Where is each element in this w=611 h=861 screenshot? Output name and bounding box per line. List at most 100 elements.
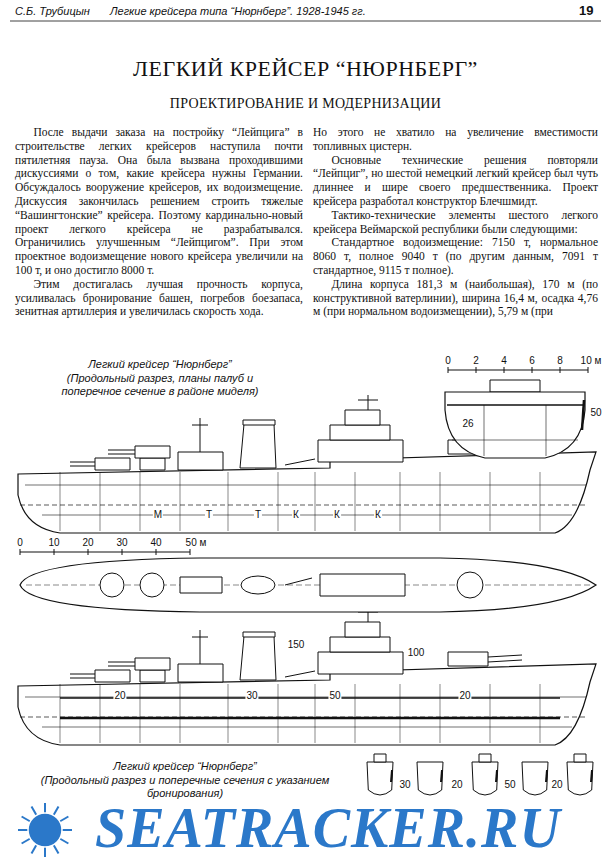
bulkhead <box>278 472 279 531</box>
body-paragraph: Стандартное водоизмещение: 7150 т, норма… <box>313 236 598 277</box>
barbette <box>140 458 165 470</box>
scale-tick <box>448 367 449 373</box>
catapult-plan <box>285 578 312 585</box>
mast <box>200 418 201 452</box>
armour-deck <box>447 404 583 406</box>
superstructure-plan <box>320 574 405 596</box>
turret <box>95 670 130 682</box>
bulkhead <box>180 472 181 531</box>
body-paragraph: Длина корпуса 181,3 м (наибольшая), 170 … <box>313 278 598 319</box>
funnel <box>240 424 276 468</box>
scale-number: 2 <box>472 356 480 366</box>
armour-thickness: 30 <box>398 780 411 790</box>
body-paragraph: Но этого не хватило на увеличение вмести… <box>313 126 598 154</box>
catapult <box>285 671 315 677</box>
bulkhead <box>546 405 547 456</box>
text-column: После выдачи заказа на постройку “Лейпци… <box>15 126 303 319</box>
scale-number: 0 <box>16 538 24 548</box>
figure-caption: (Продольный разрез, планы палуб и попере… <box>55 372 265 398</box>
bulkhead <box>315 684 316 743</box>
body-paragraph: После выдачи заказа на постройку “Лейпци… <box>15 126 303 278</box>
control-tower <box>345 410 380 425</box>
bulkhead <box>484 405 485 456</box>
running-header: Легкие крейсера типа “Нюрнберг”. 1928-19… <box>110 5 366 17</box>
superstructure <box>318 440 403 462</box>
scale-bar <box>448 369 588 370</box>
scale-number: 4 <box>500 356 508 366</box>
armour-belt <box>391 770 392 782</box>
funnel <box>240 636 276 680</box>
scale-tick <box>190 549 191 555</box>
funnel-cap <box>243 632 275 637</box>
gun-barrel <box>488 660 522 662</box>
deck-line <box>42 515 572 516</box>
armour-thickness: 50 <box>589 408 602 418</box>
gun-barrel <box>108 662 135 663</box>
header-rule <box>10 21 601 22</box>
scale-number: 10 <box>47 538 60 548</box>
scale-tick <box>20 549 21 555</box>
armour-belt <box>60 717 560 720</box>
armour-thickness: 26 <box>461 419 474 429</box>
scale-tick <box>476 367 477 373</box>
compartment-letter: Т <box>205 510 213 520</box>
scale-tick <box>156 549 157 555</box>
scale-tick <box>88 549 89 555</box>
subtitle: ПРОЕКТИРОВАНИЕ И МОДЕРНИЗАЦИИ <box>0 96 611 112</box>
bulkhead <box>228 684 229 743</box>
bulkhead <box>315 472 316 531</box>
armour-thickness: 100 <box>407 648 426 658</box>
control-tower <box>345 622 380 637</box>
armour-thickness: 50 <box>328 691 341 701</box>
bulkhead <box>355 684 356 743</box>
bulkhead <box>400 472 401 531</box>
superstructure <box>178 452 223 470</box>
scale-tick <box>504 367 505 373</box>
armour-belt <box>591 770 592 782</box>
bulkhead <box>540 472 541 531</box>
scale-tick <box>588 367 589 373</box>
running-header: С.Б. Трубицын <box>15 5 90 17</box>
scale-number: 10 м <box>580 356 603 366</box>
section-outline <box>522 762 548 795</box>
deckhouse <box>374 754 386 762</box>
funnel-cap <box>243 420 275 425</box>
bridge <box>330 425 390 440</box>
armour-belt <box>496 770 497 782</box>
hull-outline <box>18 452 596 533</box>
figure-caption: (Продольный разрез и поперечные сечения … <box>20 774 350 800</box>
gun-barrel <box>70 462 95 463</box>
armour-belt <box>441 770 442 782</box>
compartment-letter: Т <box>254 510 262 520</box>
bulkhead <box>440 472 441 531</box>
superstructure-plan <box>180 577 222 593</box>
bulkhead <box>100 684 101 743</box>
armour-belt <box>582 400 584 430</box>
bulkhead <box>400 684 401 743</box>
bulkhead <box>490 684 491 743</box>
bulkhead <box>140 684 141 743</box>
gun-barrel <box>108 666 135 667</box>
bulkhead <box>490 472 491 531</box>
watermark-logo <box>18 803 72 857</box>
bulkhead <box>140 472 141 531</box>
turret <box>135 446 170 458</box>
turret-plan <box>140 573 164 597</box>
logo-disc <box>28 813 62 847</box>
scale-number: 8 <box>556 356 564 366</box>
mast <box>200 630 201 664</box>
section-outline <box>417 762 443 795</box>
gun-barrel <box>488 655 522 657</box>
scale-number: 6 <box>528 356 536 366</box>
bulkhead <box>440 684 441 743</box>
superstructure <box>178 664 223 682</box>
section-outline <box>445 392 585 458</box>
watermark: SEATRACKER.RU <box>95 800 561 856</box>
section-outline <box>472 762 498 795</box>
mast-yard <box>358 400 378 401</box>
deck-plan <box>20 558 596 612</box>
armour-belt <box>546 770 547 782</box>
section-outline <box>567 762 593 795</box>
deckhouse <box>479 754 491 762</box>
compartment-letter: М <box>153 510 163 520</box>
